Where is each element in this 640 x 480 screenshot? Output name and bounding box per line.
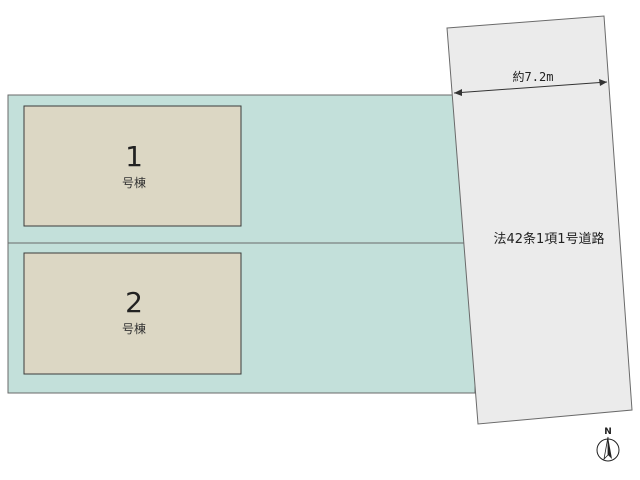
north-arrow-icon	[596, 436, 620, 462]
road-label: 法42条1項1号道路	[493, 231, 604, 247]
road	[446, 15, 633, 425]
building-2-label: 号棟	[122, 321, 146, 336]
north-label: N	[604, 427, 612, 437]
dimension-arrow-left	[454, 89, 462, 96]
dimension-arrow-right	[599, 79, 607, 86]
building-1	[23, 105, 242, 227]
building-2-number: 2	[125, 286, 143, 319]
building-1-label: 号棟	[122, 175, 146, 190]
building-1-number: 1	[125, 140, 143, 173]
road-width-dimension-line	[453, 81, 608, 94]
building-2	[23, 252, 242, 375]
road-width-label: 約7.2m	[513, 69, 554, 84]
